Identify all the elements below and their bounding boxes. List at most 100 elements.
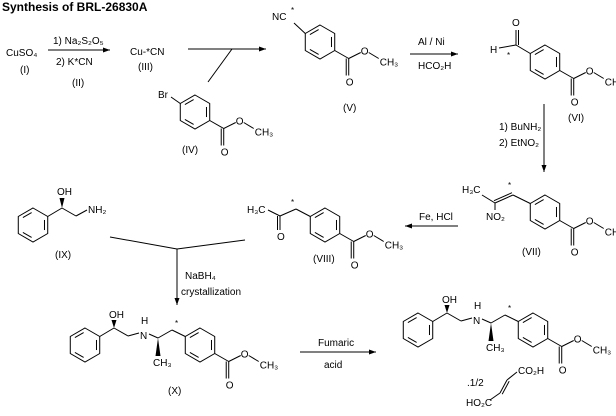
compound-iv-br: Br [158,90,169,101]
bond-line [295,208,311,217]
double-bond [501,380,510,395]
compound-x-label: (X) [168,386,181,397]
benzene-ring [304,24,336,60]
stereo-wedge [488,323,494,341]
compound-x-n: N [140,331,147,342]
bond-line [368,52,379,59]
reagent-step1-b: 2) K*CN [56,57,93,68]
ester-carbonyl-oxygen: O [559,366,567,377]
arrow-head-icon [259,46,266,52]
arrow-head-icon [451,51,458,57]
product-oh: OH [442,295,457,306]
aromatic-inner-bond [184,118,194,125]
aromatic-inner-bond [22,231,32,238]
compound-vii-h3c: H₃C [462,185,481,196]
reagent-step3-a: Al / Ni [418,37,445,48]
arrow-head-icon [369,349,376,355]
reagent-step7-a: Fumaric [318,338,354,349]
compound-ix-nh2: NH₂ [88,205,106,216]
bond-line [489,392,501,401]
ester-oxygen: O [586,67,594,78]
bond-line [593,222,604,229]
compound-ix-oh: OH [57,187,72,198]
bond-line [547,338,562,347]
bond-line [559,70,574,79]
arrow-head-icon [541,165,547,172]
bond-line [561,340,574,347]
compound-iii-label: (III) [138,62,153,73]
bond-line [243,122,254,129]
bond-line [113,327,129,337]
product-n: N [473,316,480,327]
aromatic-inner-bond [309,48,319,55]
label-star: * [291,6,294,15]
bond-line [170,96,181,104]
compound-ix-label: (IX) [55,250,71,261]
bond-line [209,120,224,129]
compound-ii-label: (II) [72,78,84,89]
ester-oxygen: O [586,217,594,228]
compound-i-label: (I) [20,65,29,76]
fumaric-co2h: CO₂H [518,366,544,377]
bond-line [504,314,519,322]
converging-line [207,48,233,83]
reagent-step1-a: 1) Na₂S₂O₅ [53,36,104,47]
bond-line [157,329,173,339]
aromatic-inner-bond [74,332,84,339]
double-bond [499,379,508,394]
aromatic-inner-bond [534,199,544,206]
bond-line [481,194,496,204]
bond-line [581,340,592,347]
bond-line [75,209,88,217]
aromatic-inner-bond [189,332,199,339]
bonds-layer [17,22,604,401]
reagent-step4-a: 1) BuNH₂ [499,122,541,133]
ester-methyl: CH₃ [385,241,404,252]
bond-line [373,235,384,242]
ester-methyl: CH₃ [255,128,274,139]
compound-vi-h: H [490,45,497,56]
arrow-head-icon [103,47,110,53]
bond-line [353,235,366,242]
bond-line [481,318,492,324]
bond-line [279,208,297,217]
compound-i-formula: CuSO₄ [6,48,37,59]
ester-carbonyl-oxygen: O [351,261,359,272]
aromatic-inner-bond [309,29,319,36]
bond-line [348,52,361,59]
ester-carbonyl-oxygen: O [221,148,229,159]
bond-line [446,312,462,322]
ester-carbonyl-oxygen: O [571,248,579,259]
bond-line [490,314,506,324]
ester-oxygen: O [366,230,374,241]
label-star: * [507,51,510,60]
bond-line [432,312,448,322]
compound-iii-formula: Cu-*CN [130,47,164,58]
bond-line [293,22,306,34]
aromatic-inner-bond [522,336,532,343]
ester-carbonyl-oxygen: O [346,78,354,89]
bond-line [334,50,349,59]
reagent-step7-b: acid [324,360,342,371]
bond-line [267,209,281,217]
aromatic-inner-bond [189,351,199,358]
ester-methyl: CH₃ [605,78,616,89]
ester-carbonyl-oxygen: O [226,381,234,392]
ester-oxygen: O [574,335,582,346]
benzene-ring [179,94,211,130]
scheme-title: Synthesis of BRL-26830A [2,0,148,14]
aromatic-inner-bond [534,218,544,225]
bond-line [512,194,531,204]
double-bond [494,194,514,204]
bond-line [573,72,586,79]
ester-methyl: CH₃ [593,346,612,357]
benzene-ring [529,44,561,80]
reagent-step6-a: NaBH₄ [185,271,216,282]
ester-oxygen: O [361,47,369,58]
stereo-wedge [111,320,117,328]
bond-line [127,332,140,337]
compound-vii-label: (VII) [522,247,541,258]
aromatic-inner-bond [74,351,84,358]
bond-line [498,44,517,49]
benzene-ring [184,327,216,363]
